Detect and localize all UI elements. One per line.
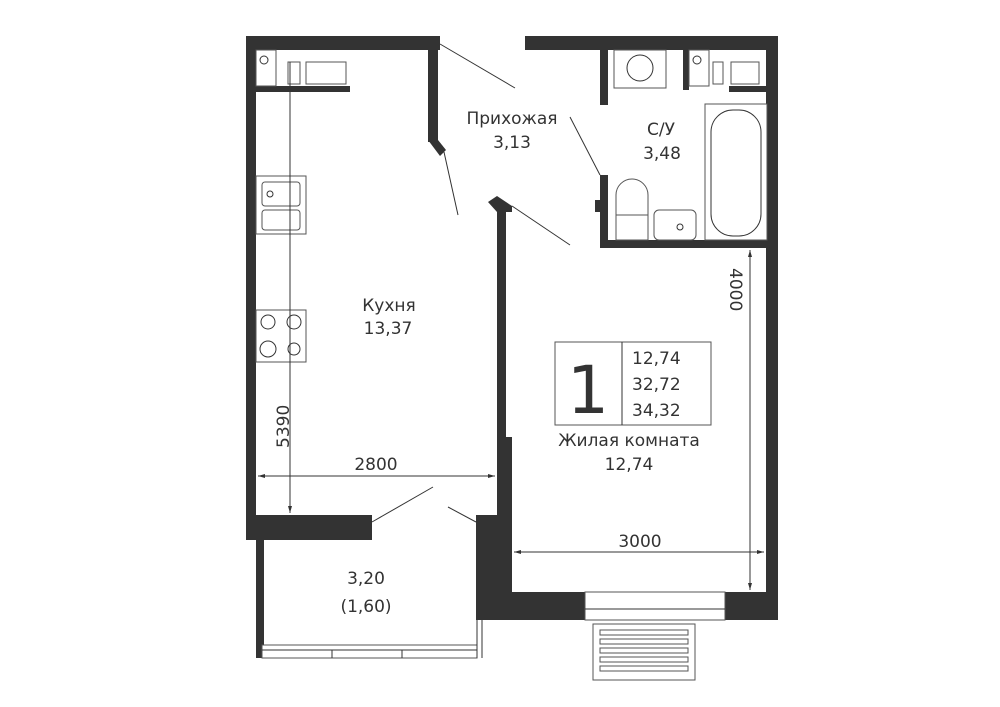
- bathroom-label: С/У: [647, 120, 676, 140]
- dimension-lines: [258, 62, 764, 590]
- hallway-area: 3,13: [493, 133, 531, 153]
- dim-room-length: 4000: [725, 268, 745, 311]
- boiler-icon: [255, 49, 277, 87]
- rooms-count: 1: [567, 352, 609, 429]
- dim-room-width: 3000: [618, 532, 661, 552]
- living-room-area: 12,74: [605, 455, 654, 475]
- walls: [246, 36, 778, 658]
- summary-living-area: 12,74: [632, 349, 681, 369]
- dim-kitchen-length: 5390: [274, 405, 294, 448]
- entrance-steps: [592, 623, 696, 681]
- summary-total-area: 32,72: [632, 375, 681, 395]
- doors: [371, 43, 601, 523]
- kitchen-area: 13,37: [364, 319, 413, 339]
- window: [584, 591, 726, 621]
- bathtub-icon: [704, 103, 768, 241]
- living-room-label: Жилая комната: [558, 431, 700, 451]
- dim-kitchen-width: 2800: [354, 455, 397, 475]
- washbasin-icon: [653, 209, 697, 241]
- bathroom-area: 3,48: [643, 144, 681, 164]
- balcony-railing: [261, 620, 483, 659]
- hallway-label: Прихожая: [466, 109, 557, 129]
- balcony-reduced-area: (1,60): [340, 597, 391, 617]
- washing-machine-icon: [613, 49, 667, 89]
- summary-box: 1 12,74 32,72 34,32: [554, 341, 712, 429]
- toilet-icon: [615, 178, 649, 216]
- kitchen-label: Кухня: [362, 296, 416, 316]
- balcony-area: 3,20: [347, 569, 385, 589]
- stove-icon: [255, 309, 307, 363]
- bathroom-fixtures: [613, 49, 768, 241]
- summary-total-area-with-balcony: 34,32: [632, 401, 681, 421]
- kitchen-fixtures: [255, 49, 347, 363]
